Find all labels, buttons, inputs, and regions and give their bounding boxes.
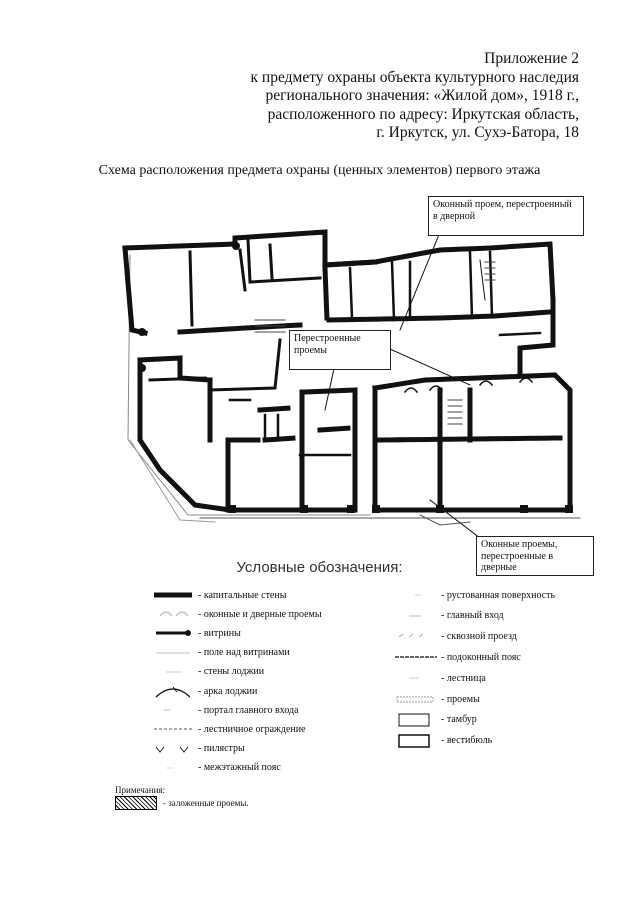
legend-label: - главный вход bbox=[441, 610, 504, 622]
loggia-wall-icon bbox=[152, 664, 194, 680]
legend-label: - капитальные стены bbox=[198, 589, 287, 601]
callout-window-to-door: Оконный проем, перестроенный в дверной bbox=[428, 196, 584, 236]
sill-belt-icon bbox=[395, 649, 437, 665]
leader-lines bbox=[324, 231, 481, 539]
legend-label: - подоконный пояс bbox=[441, 651, 521, 663]
portal-icon bbox=[152, 702, 194, 718]
legend-item-vestibule-box: - тамбур bbox=[395, 712, 477, 728]
header-line: Приложение 2 bbox=[484, 50, 579, 67]
callout-rebuilt-openings: Перестроенные проемы bbox=[289, 330, 391, 370]
pilasters-icon bbox=[152, 741, 194, 757]
vestibule-box-icon bbox=[395, 712, 437, 728]
center-block-walls bbox=[225, 387, 358, 513]
legend-item-sill-belt: - подоконный пояс bbox=[395, 649, 521, 665]
right-upper-walls bbox=[322, 241, 556, 375]
passage-icon bbox=[395, 629, 437, 645]
stairs-icon bbox=[395, 670, 437, 686]
legend-label: - стены лоджии bbox=[198, 666, 265, 678]
legend-label: - арка лоджии bbox=[198, 685, 258, 697]
header-line: г. Иркутск, ул. Сухэ-Батора, 18 bbox=[376, 124, 579, 141]
legend-item-pilasters: - пилястры bbox=[152, 741, 245, 757]
header-line: к предмету охраны объекта культурного на… bbox=[250, 68, 580, 86]
main-entrance-icon bbox=[395, 608, 437, 624]
header-line: регионального значения: «Жилой дом», 191… bbox=[265, 87, 579, 104]
legend-item-belt: - межэтажный пояс bbox=[152, 760, 281, 776]
legend-item-openings: - оконные и дверные проемы bbox=[152, 606, 322, 622]
bricked-openings-swatch bbox=[115, 796, 157, 810]
showcase-icon bbox=[152, 625, 194, 641]
legend-item-openings-2: - проемы bbox=[395, 691, 480, 707]
callout-windows-to-doors: Оконные проемы, перестроенные в дверные bbox=[476, 536, 594, 576]
legend-item-passage: - сквозной проезд bbox=[395, 629, 517, 645]
legend-item-loggia-wall: - стены лоджии bbox=[152, 664, 264, 680]
legend-item-main-entrance: - главный вход bbox=[395, 608, 504, 624]
legend-label: - рустованная поверхность bbox=[441, 589, 556, 601]
scheme-title: Схема расположения предмета охраны (ценн… bbox=[98, 163, 541, 178]
field-above-icon bbox=[152, 645, 194, 661]
notes-title: Примечания: bbox=[115, 785, 166, 795]
legend-label: - тамбур bbox=[441, 714, 477, 726]
legend-item-railing: - лестничное ограждение bbox=[152, 721, 306, 737]
legend-label: - пилястры bbox=[198, 743, 245, 755]
legend-label: - проемы bbox=[441, 693, 480, 705]
legend-label: - поле над витринами bbox=[198, 647, 290, 659]
belt-icon bbox=[152, 760, 194, 776]
legend-item-field-above: - поле над витринами bbox=[152, 645, 290, 661]
legend-label: - межэтажный пояс bbox=[198, 762, 281, 774]
legend-label: - портал главного входа bbox=[198, 704, 299, 716]
legend-item-stairs: - лестница bbox=[395, 670, 486, 686]
legend-label: - лестничное ограждение bbox=[198, 723, 306, 735]
legend-item-showcase: - витрины bbox=[152, 625, 241, 641]
legend-label: - сквозной проезд bbox=[441, 631, 517, 643]
lobby-box-icon bbox=[395, 733, 437, 749]
openings-icon bbox=[152, 606, 194, 622]
legend-item-portal: - портал главного входа bbox=[152, 702, 299, 718]
rustic-icon bbox=[395, 587, 437, 603]
openings-2-icon bbox=[395, 691, 437, 707]
header-line: расположенного по адресу: Иркутская обла… bbox=[267, 105, 579, 123]
legend-item-arch: - арка лоджии bbox=[152, 683, 257, 699]
notes-item: - заложенные проемы. bbox=[115, 796, 249, 810]
legend-title: Условные обозначения: bbox=[236, 559, 403, 576]
legend-item-rustic: - рустованная поверхность bbox=[395, 587, 555, 603]
legend-label: - лестница bbox=[441, 672, 486, 684]
right-lower-walls bbox=[372, 372, 573, 513]
thick-wall-icon bbox=[152, 587, 194, 603]
notes-item-label: - заложенные проемы. bbox=[163, 798, 249, 808]
legend-label: - витрины bbox=[198, 627, 241, 639]
left-inner-walls bbox=[148, 238, 322, 392]
legend-label: - вестибюль bbox=[441, 735, 493, 747]
railing-icon bbox=[152, 721, 194, 737]
legend-item-thick-wall: - капитальные стены bbox=[152, 587, 286, 603]
legend-label: - оконные и дверные проемы bbox=[198, 608, 322, 620]
arch-icon bbox=[152, 683, 194, 699]
floor-plan bbox=[122, 229, 581, 539]
legend-item-lobby-box: - вестибюль bbox=[395, 733, 492, 749]
